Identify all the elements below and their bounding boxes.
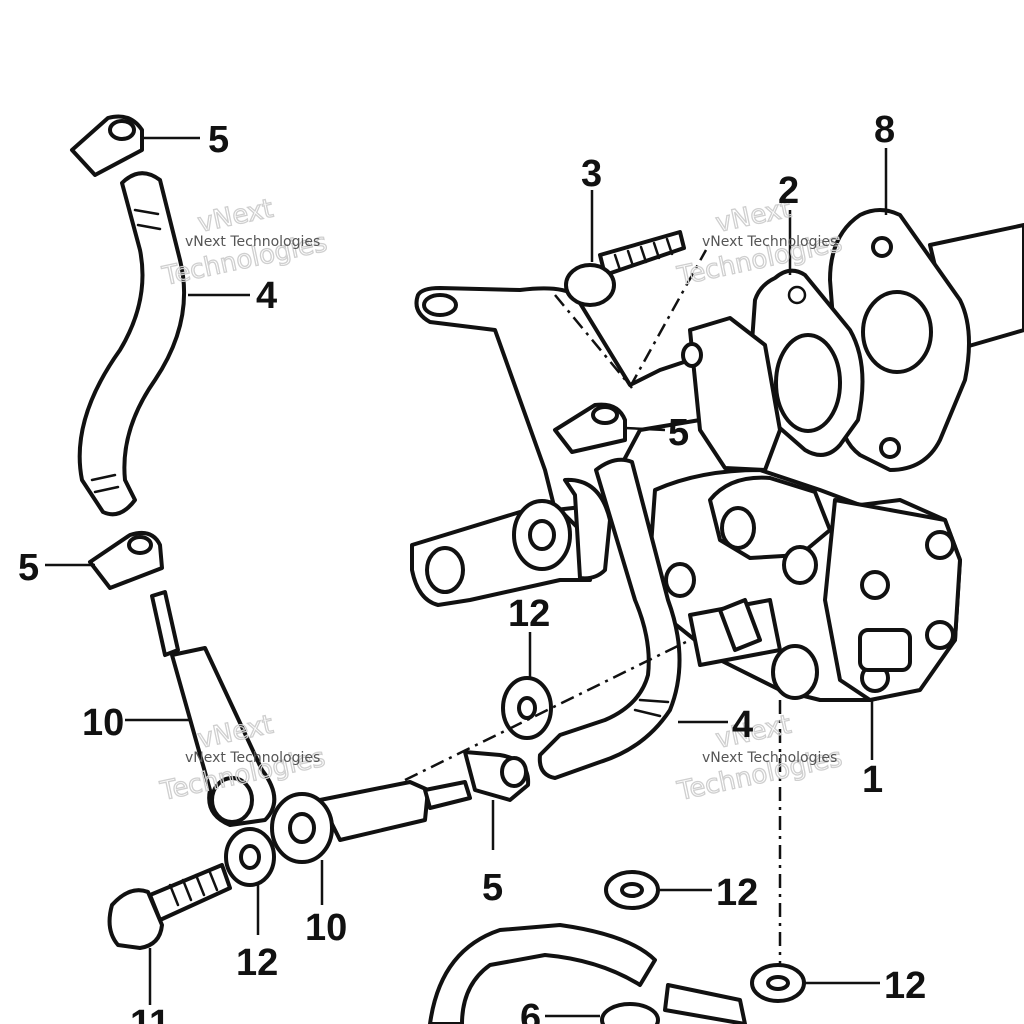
washer-bottom-right — [750, 963, 806, 1003]
curved-hose-part — [77, 171, 187, 517]
callout-12-lower-middle: 12 — [716, 872, 758, 914]
callout-12-upper: 12 — [508, 593, 550, 635]
callout-8-flange: 8 — [874, 109, 895, 151]
callout-4-left-hose: 4 — [256, 275, 277, 317]
washer-lower-middle — [604, 870, 660, 910]
svg-text:vNext Technologies: vNext Technologies — [185, 234, 320, 250]
exhaust-flange-part — [828, 208, 1024, 472]
callout-5-bottom: 5 — [482, 867, 503, 909]
svg-text:vNext Technologies: vNext Technologies — [702, 750, 837, 766]
alignment-lines — [404, 249, 782, 965]
callout-5-left: 5 — [18, 547, 39, 589]
bolt-top-part — [564, 230, 686, 307]
hose-clamp-left — [88, 531, 164, 590]
svg-text:vNext: vNext — [195, 194, 276, 239]
callout-12-bottom-right: 12 — [884, 965, 926, 1007]
mounting-bracket-part — [414, 286, 722, 512]
bent-oil-hose-part — [537, 457, 682, 780]
watermark-top-right: vNext Technologies vNext Technologies — [674, 193, 846, 293]
oil-pump-body-part — [648, 316, 962, 702]
callout-11-bolt: 11 — [130, 1003, 170, 1024]
lower-hose-part — [428, 923, 747, 1024]
leader-lines — [45, 136, 888, 1018]
callout-6-hose: 6 — [520, 997, 541, 1024]
banjo-fitting-left-part — [150, 590, 277, 827]
callout-1-pump: 1 — [862, 759, 883, 801]
callout-5-middle: 5 — [668, 412, 689, 454]
callout-10-bottom: 10 — [305, 907, 347, 949]
hose-clamp-top-left — [70, 114, 144, 177]
washer-lower-left — [224, 827, 276, 887]
callout-5-top-left: 5 — [208, 119, 229, 161]
watermark-top-left: vNext Technologies vNext Technologies — [159, 193, 331, 293]
callout-3-bolt: 3 — [581, 153, 602, 195]
callout-2-gasket: 2 — [778, 170, 799, 212]
banjo-fitting-bottom-part — [270, 780, 472, 864]
watermark-bottom-right: vNext Technologies vNext Technologies — [674, 709, 846, 808]
callout-10-left: 10 — [82, 702, 124, 744]
svg-text:vNext Technologies: vNext Technologies — [702, 234, 837, 250]
callout-labels: 5 4 3 2 8 5 5 12 10 4 1 5 12 10 12 12 11… — [18, 109, 926, 1024]
svg-text:vNext Technologies: vNext Technologies — [185, 750, 320, 766]
svg-text:vNext: vNext — [713, 710, 794, 755]
washer-upper — [501, 676, 553, 740]
hose-clamp-middle — [553, 402, 627, 454]
hose-clamp-bottom — [463, 750, 531, 802]
pump-arm-part — [410, 477, 612, 607]
callout-12-lower-left: 12 — [236, 942, 278, 984]
banjo-bolt-part — [107, 863, 232, 950]
callout-4-right-hose: 4 — [732, 704, 753, 746]
